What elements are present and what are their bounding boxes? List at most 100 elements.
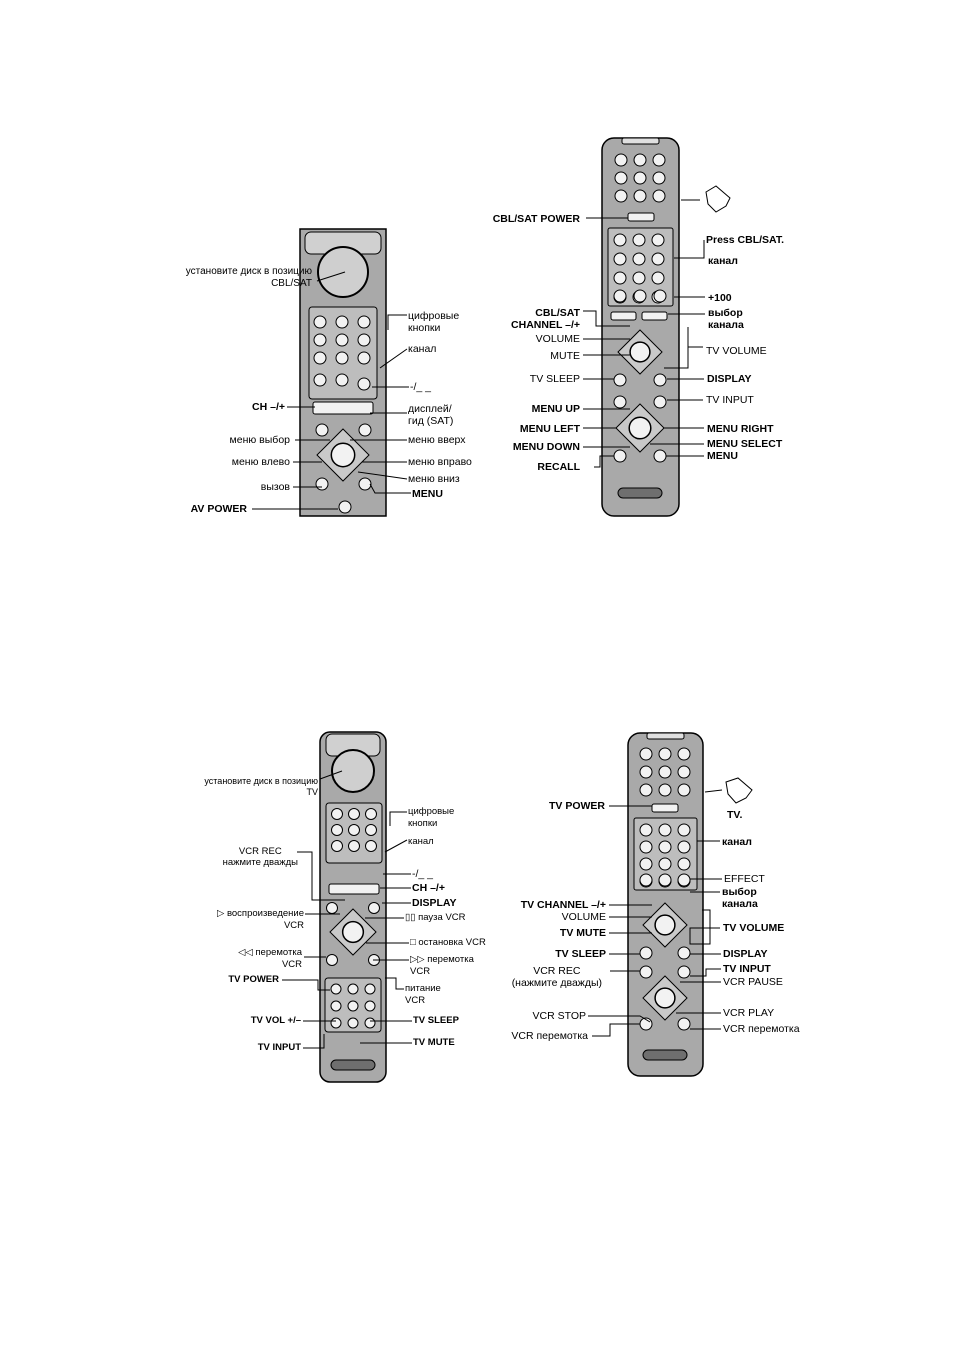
d4-side-button — [639, 965, 653, 979]
d3-tv-vol-label: TV VOL +/– — [250, 1015, 301, 1026]
d3-dpad-center — [341, 920, 365, 944]
d1-number-button — [357, 351, 371, 365]
d3-ch-label: CH –/+ — [412, 882, 445, 894]
d2-ch-bar — [610, 311, 637, 321]
d3-side-button — [326, 902, 338, 914]
d3-side-button — [368, 902, 380, 914]
d3-leader-line — [319, 770, 343, 780]
d4-vcr-rec-label: VCR REC (нажмите дважды) — [511, 965, 602, 989]
d2-number-button — [613, 233, 627, 247]
d4-number-button — [658, 873, 672, 887]
d4-display-label: DISPLAY — [723, 948, 768, 960]
d1-digits-label: цифровые кнопки — [408, 310, 460, 334]
d2-top-button — [633, 171, 647, 185]
d4-remote-top — [646, 732, 685, 740]
d2-top-button — [652, 153, 666, 167]
d4-vcr-pad-center — [654, 987, 676, 1009]
d2-side-button — [653, 449, 667, 463]
d2-number-button — [613, 289, 627, 303]
d3-number-button — [348, 808, 360, 820]
d2-tv-input-label: TV INPUT — [706, 394, 754, 406]
d4-number-panel — [633, 817, 698, 891]
d1-number-button — [335, 315, 349, 329]
d4-power-bar — [651, 803, 679, 813]
d2-menu-up-label: MENU UP — [531, 403, 580, 415]
d1-number-button — [313, 373, 327, 387]
d3-stop-label: □ остановка VCR — [410, 937, 486, 948]
d2-leader-line — [674, 240, 705, 259]
d4-vol-pad-center — [654, 914, 676, 936]
d2-side-button — [613, 373, 627, 387]
d1-leader-line — [387, 314, 407, 330]
d4-leader-line — [592, 1023, 640, 1037]
d3-tv-power-label: TV POWER — [228, 974, 279, 985]
d4-side-button — [639, 946, 653, 960]
d2-channel-label: канал — [708, 255, 738, 267]
d2-number-button — [633, 289, 647, 303]
d3-number-button — [331, 808, 343, 820]
d4-top-button — [658, 747, 672, 761]
d3-ff-label: ▷▷ перемотка VCR — [410, 954, 474, 977]
d2-menu-label: MENU — [707, 450, 738, 462]
d2-number-button — [613, 252, 627, 266]
d4-number-button — [639, 840, 653, 854]
d4-leader-line — [690, 968, 721, 977]
d2-volume-label: VOLUME — [535, 333, 580, 345]
d3-leader-line — [389, 811, 407, 826]
d1-side-button — [358, 423, 372, 437]
d2-top-button — [633, 189, 647, 203]
d2-power-bar — [627, 212, 655, 222]
d2-side-button — [613, 449, 627, 463]
d4-tv-volume-label: TV VOLUME — [723, 922, 785, 934]
d3-side-button — [326, 954, 338, 966]
d4-vcr-pause-label: VCR PAUSE — [723, 976, 783, 988]
d4-tv-channel-label: TV CHANNEL –/+ — [520, 899, 606, 911]
d2-channel-pm-label: CBL/SAT CHANNEL –/+ — [511, 307, 580, 331]
d2-number-button — [651, 271, 665, 285]
d2-leader-line — [583, 310, 630, 327]
d2-power-label: CBL/SAT POWER — [492, 213, 580, 225]
d4-side-button — [677, 965, 691, 979]
d3-dash-label: -/_ _ — [412, 868, 434, 880]
d1-dpad-center — [330, 442, 356, 468]
d1-number-button — [313, 333, 327, 347]
d4-volume-label: VOLUME — [561, 911, 606, 923]
d4-tv-mute-label: TV MUTE — [559, 927, 606, 939]
d3-number-button — [365, 824, 377, 836]
d4-number-button — [639, 873, 653, 887]
d2-menu-down-label: MENU DOWN — [512, 441, 580, 453]
d3-lower-button — [330, 1017, 342, 1029]
d4-top-button — [677, 783, 691, 797]
d2-number-button — [653, 289, 667, 303]
d1-number-button — [357, 315, 371, 329]
d2-menu-select-label: MENU SELECT — [707, 438, 783, 450]
d3-display-label: DISPLAY — [412, 897, 457, 909]
d1-menu-left-label: меню влево — [231, 456, 290, 468]
d2-top-button — [652, 189, 666, 203]
d4-top-button — [658, 783, 672, 797]
yamaha-logo-icon — [330, 1059, 376, 1071]
d2-number-button — [632, 271, 646, 285]
d4-top-button — [639, 747, 653, 761]
d3-leader-line — [282, 979, 330, 991]
d2-display-label: DISPLAY — [707, 373, 752, 385]
d2-ch-bar — [641, 311, 668, 321]
d2-remote-top — [621, 137, 660, 145]
d1-number-button — [357, 333, 371, 347]
d2-number-button — [651, 233, 665, 247]
d1-ch-label: CH –/+ — [252, 401, 285, 413]
d2-ch-select-label: выбор канала — [708, 307, 744, 331]
d1-number-button — [357, 377, 371, 391]
d4-number-button — [639, 823, 653, 837]
d1-leader-line — [357, 471, 408, 480]
d1-number-button — [313, 315, 327, 329]
d4-number-button — [677, 823, 691, 837]
d2-number-button — [632, 252, 646, 266]
d1-side-button — [358, 477, 372, 491]
d4-side-button — [677, 946, 691, 960]
d2-number-panel — [607, 227, 674, 307]
d3-lower-button — [347, 983, 359, 995]
d4-channel-label: канал — [722, 836, 752, 848]
d3-lower-button — [330, 1000, 342, 1012]
d2-side-button — [613, 395, 627, 409]
